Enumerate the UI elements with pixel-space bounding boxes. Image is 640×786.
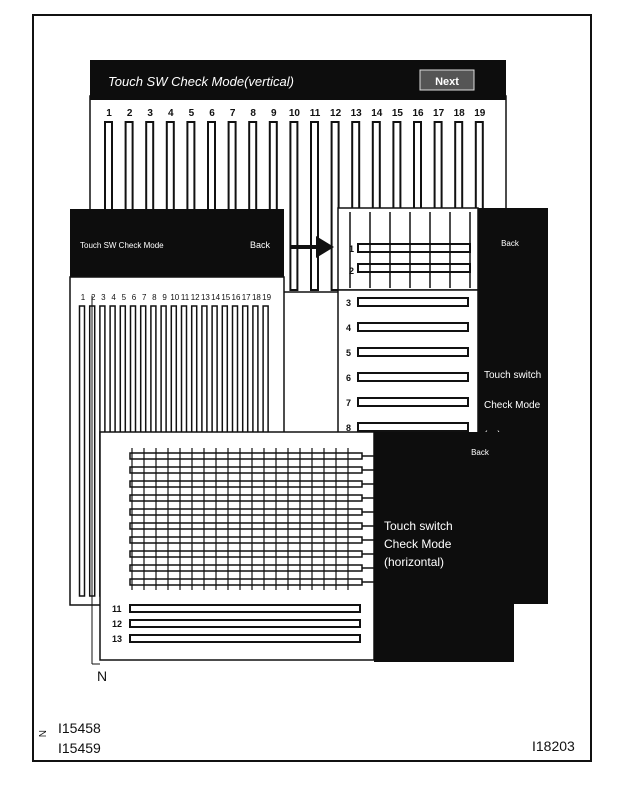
row-bar [357,347,469,357]
row-label: 2 [349,266,354,276]
small-column-label: 10 [170,293,179,302]
small-column-label: 5 [122,293,127,302]
small-column-label: 15 [221,293,230,302]
column-label: 19 [474,108,486,119]
small-column-label: 16 [232,293,241,302]
small-column-label: 4 [111,293,116,302]
row-bar [357,372,469,382]
bottom-panel-title: (horizontal) [384,555,444,569]
small-screen-title: Touch SW Check Mode [80,241,164,250]
row-label: 5 [346,348,351,358]
column-label: 14 [371,108,383,119]
row-bar [357,422,469,432]
column-bar [330,121,340,291]
next-button [419,69,475,91]
column-label: 12 [330,108,342,119]
row-label: 13 [112,634,122,644]
row-bar [129,634,361,643]
row-bar [357,263,471,273]
bottom-panel-title: Check Mode [384,537,452,551]
row-panel [337,289,479,439]
transition-arrow-head [316,236,334,258]
small-column-label: 18 [252,293,261,302]
code-left-2: I15459 [58,740,101,756]
column-label: 6 [209,108,215,119]
row-label: 4 [346,323,351,333]
small-column-bar [78,305,86,597]
right-panel-text: Check Mode [484,400,541,411]
small-column-label: 17 [242,293,251,302]
side-mark: N [38,730,49,738]
row-label: 1 [349,244,354,254]
right-panel-text: Touch switch [484,370,541,381]
row-label: 11 [112,604,122,614]
row-bar [357,243,471,253]
column-label: 5 [189,108,195,119]
small-column-label: 1 [81,293,86,302]
column-label: 17 [433,108,445,119]
right-panel-button: Back [501,239,520,248]
bottom-panel-title: Touch switch [384,519,453,533]
row-label: 8 [346,423,351,433]
row-bar [357,322,469,332]
small-column-label: 3 [101,293,106,302]
row-bar [129,619,361,628]
vertical-screen-title: Touch SW Check Mode(vertical) [108,74,294,89]
row-bar [129,604,361,613]
code-left-1: I15458 [58,720,101,736]
column-label: 15 [392,108,404,119]
column-bar [310,121,319,291]
small-column-label: 2 [91,293,96,302]
column-bar [289,121,299,291]
code-right: I18203 [532,738,575,754]
column-label: 18 [454,108,466,119]
small-column-label: 14 [211,293,220,302]
row-label: 12 [112,619,122,629]
n-marker: N [97,668,108,684]
small-column-label: 8 [152,293,157,302]
column-label: 10 [289,108,301,119]
small-screen-button: Back [250,240,271,250]
row-label: 6 [346,373,351,383]
small-screen-titlebar [70,209,284,277]
small-column-label: 19 [262,293,271,302]
column-label: 7 [230,108,236,119]
small-column-label: 9 [162,293,167,302]
small-column-label: 6 [132,293,137,302]
row-label: 3 [346,298,351,308]
next-button-label: Next [435,76,459,88]
column-label: 3 [147,108,153,119]
row-bar [357,297,469,307]
small-column-label: 7 [142,293,147,302]
column-label: 11 [310,108,321,119]
bottom-panel-button: Back [471,448,490,457]
small-column-label: 11 [181,293,190,302]
column-label: 4 [168,108,174,119]
small-column-label: 12 [191,293,200,302]
column-label: 9 [271,108,277,119]
bottom-dark-panel [374,432,514,662]
row-bar [357,397,469,407]
column-label: 1 [106,108,112,119]
row-label: 7 [346,398,351,408]
column-label: 16 [412,108,424,119]
column-label: 2 [127,108,133,119]
column-label: 8 [250,108,256,119]
column-label: 13 [351,108,363,119]
small-column-label: 13 [201,293,210,302]
